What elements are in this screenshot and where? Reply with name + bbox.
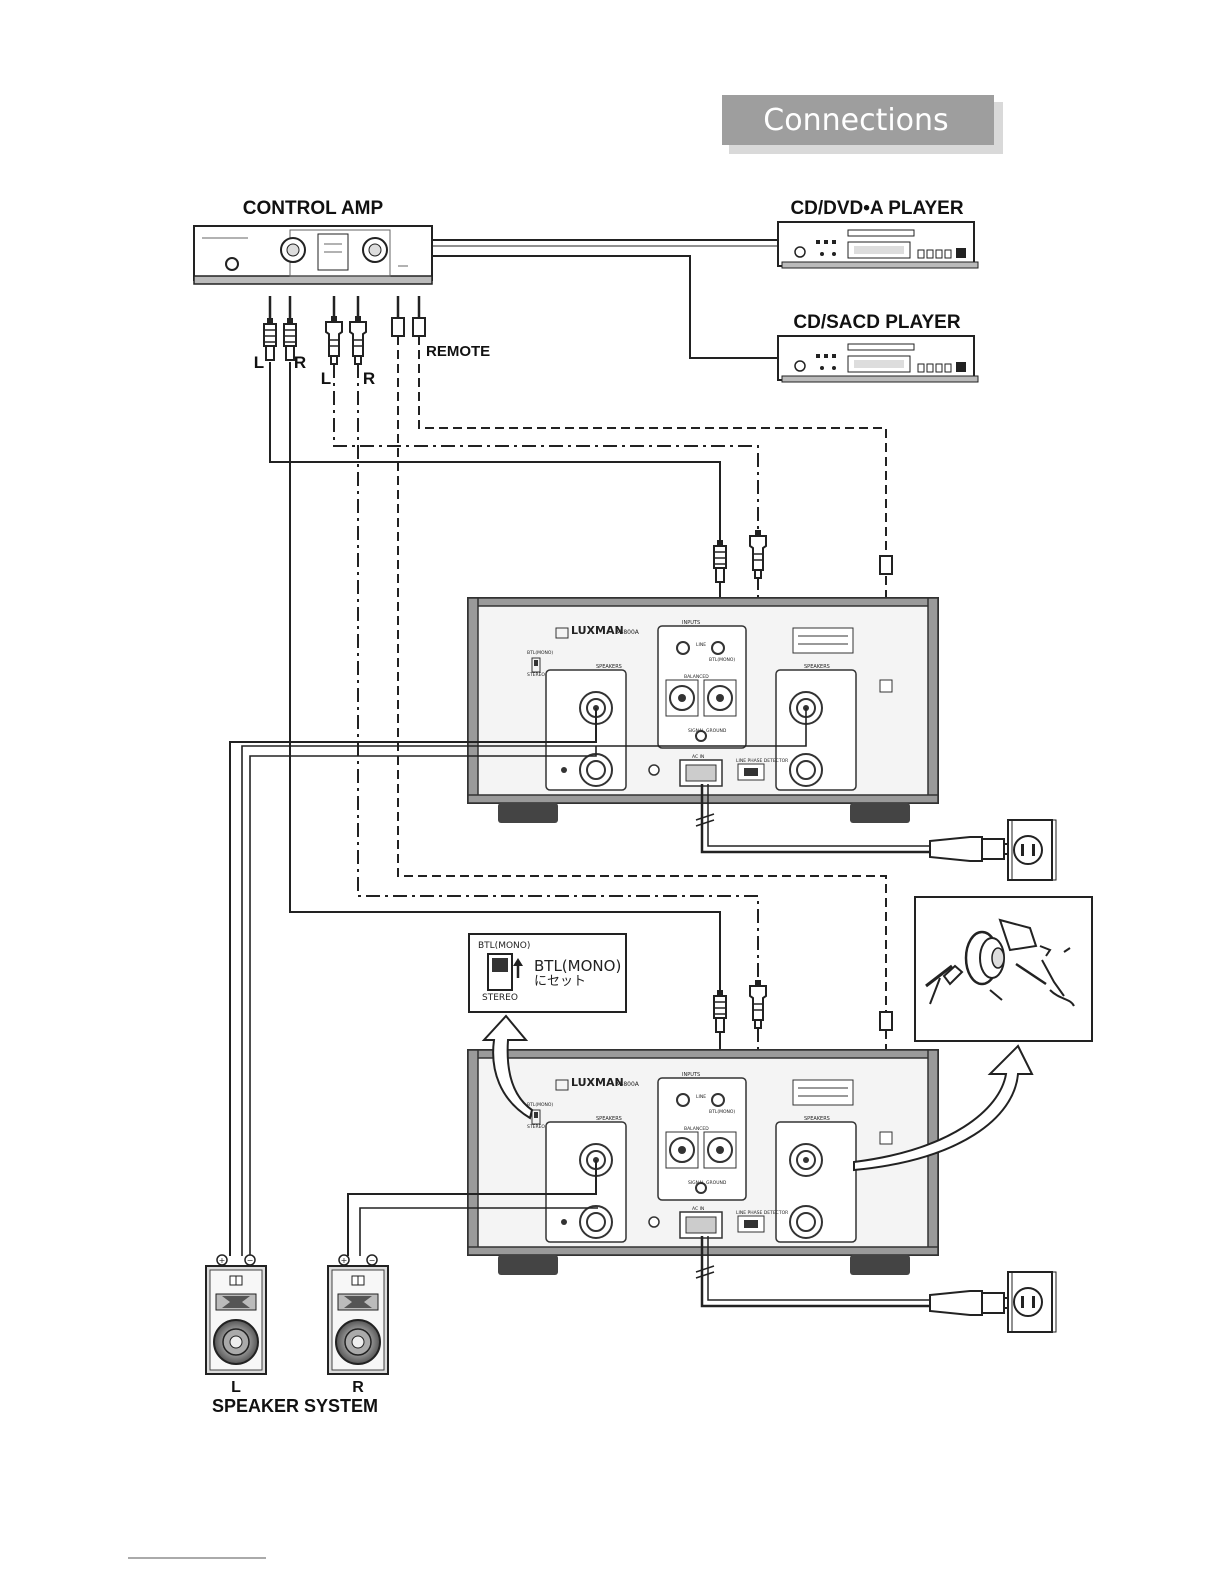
control-amp: CONTROL AMP — [193, 198, 433, 285]
power-amp-1: LUXMAN M-800A INPUTS SPEAKERS SPEAKERS L… — [467, 597, 939, 824]
amp2-model: M-800A — [616, 1081, 640, 1088]
power-cords — [695, 784, 930, 1308]
source-cables — [432, 239, 778, 359]
amp1-inputs-label: INPUTS — [682, 620, 700, 626]
amp2-xlr-plug-icon — [749, 979, 767, 1029]
speaker-right-plus: + — [341, 1256, 348, 1265]
amp2-ac-in-label: AC IN — [692, 1206, 704, 1212]
amp1-ac-in-label: AC IN — [692, 754, 704, 760]
rca-left-label: L — [254, 353, 264, 372]
speaker-terminal-inset — [914, 896, 1093, 1042]
connections-header: Connections — [722, 95, 1003, 154]
power-amp-2: LUXMAN M-800A INPUTS SPEAKERS SPEAKERS L… — [467, 1049, 939, 1276]
amp2-remote-plug-icon — [879, 1011, 893, 1031]
wall-outlet-2-icon — [1007, 1271, 1057, 1333]
amp1-stereo-label: STEREO — [527, 672, 545, 678]
amp2-balanced-label: BALANCED — [684, 1126, 709, 1132]
btl-inset-setting-line2: にセット — [534, 974, 586, 989]
amp2-brand: LUXMAN — [571, 1076, 624, 1089]
xlr-plug-left-icon — [325, 315, 343, 365]
remote-label: REMOTE — [426, 343, 490, 360]
speaker-left: + − L — [205, 1254, 267, 1396]
amp1-remote-plug-icon — [879, 555, 893, 575]
arrow-up-icon — [513, 958, 523, 966]
speaker-right-minus: − — [369, 1256, 376, 1265]
cd-sacd-player: CD/SACD PLAYER — [777, 312, 979, 383]
cd-dvd-player: CD/DVD•A PLAYER — [777, 198, 979, 269]
remote-plug-2-icon — [412, 317, 426, 337]
amp1-model: M-800A — [616, 629, 640, 636]
amp1-btl-label: BTL(MONO) — [709, 657, 735, 663]
amp1-btl-switch-label: BTL(MONO) — [527, 650, 553, 656]
cd-dvd-player-label: CD/DVD•A PLAYER — [790, 198, 963, 219]
speaker-right-icon — [327, 1265, 389, 1375]
xlr-plug-right-icon — [349, 315, 367, 365]
btl-inset-bottom-label: STEREO — [482, 993, 518, 1003]
power-plug-2-icon — [929, 1290, 1015, 1316]
speaker-left-minus: − — [247, 1256, 254, 1265]
speaker-cables — [229, 708, 807, 1256]
btl-inset-setting-line1: BTL(MONO) — [534, 957, 621, 975]
xlr-right-label: R — [363, 369, 375, 388]
speaker-right: + − R — [327, 1254, 389, 1396]
amp2-speakers-l-label: SPEAKERS — [804, 1116, 830, 1122]
power-plug-1-icon — [929, 836, 1015, 862]
speaker-system-caption: SPEAKER SYSTEM — [212, 1396, 378, 1416]
xlr-left-label: L — [321, 369, 331, 388]
control-amp-label: CONTROL AMP — [243, 198, 384, 219]
amp2-rca-plug-icon — [713, 989, 727, 1033]
amp1-xlr-plug-icon — [749, 529, 767, 579]
speaker-left-label: L — [231, 1379, 241, 1396]
speaker-left-icon — [205, 1265, 267, 1375]
amp1-speakers-l-label: SPEAKERS — [804, 664, 830, 670]
amp1-brand: LUXMAN — [571, 624, 624, 637]
rca-plug-left-icon — [263, 317, 277, 361]
header-title: Connections — [763, 103, 948, 138]
amp1-balanced-label: BALANCED — [684, 674, 709, 680]
speaker-left-plus: + — [219, 1256, 226, 1265]
amp2-phase-label: LINE PHASE DETECTOR — [736, 1210, 788, 1216]
amp1-speakers-r-label: SPEAKERS — [596, 664, 622, 670]
terminal-callout-arrow-icon — [853, 1044, 1034, 1172]
amp1-signal-ground-label: SIGNAL GROUND — [688, 728, 727, 734]
amp2-line-label: LINE — [696, 1094, 706, 1100]
btl-callout-arrow-icon — [481, 1014, 534, 1120]
speaker-right-label: R — [352, 1379, 364, 1396]
output-stubs — [268, 296, 421, 318]
amp2-inputs-label: INPUTS — [682, 1072, 700, 1078]
remote-plug-1-icon — [391, 317, 405, 337]
amp2-signal-ground-label: SIGNAL GROUND — [688, 1180, 727, 1186]
amp2-btl-switch-label: BTL(MONO) — [527, 1102, 553, 1108]
rca-right-label: R — [294, 353, 306, 372]
amp2-btl-label: BTL(MONO) — [709, 1109, 735, 1115]
amp1-line-label: LINE — [696, 642, 706, 648]
amp1-rca-plug-icon — [713, 539, 727, 583]
amp1-phase-label: LINE PHASE DETECTOR — [736, 758, 788, 764]
amp2-stereo-label: STEREO — [527, 1124, 545, 1130]
wall-outlet-1-icon — [1007, 819, 1057, 881]
btl-setting-inset: BTL(MONO) BTL(MONO) にセット STEREO — [468, 933, 627, 1013]
amp2-speakers-r-label: SPEAKERS — [596, 1116, 622, 1122]
cd-sacd-player-label: CD/SACD PLAYER — [793, 312, 960, 333]
btl-inset-top-label: BTL(MONO) — [478, 941, 530, 951]
